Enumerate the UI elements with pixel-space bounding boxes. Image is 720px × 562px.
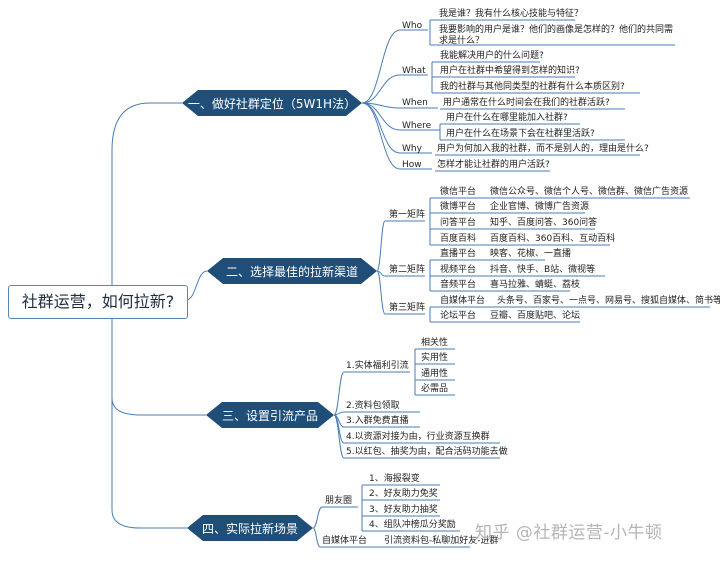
where-item[interactable]: 用户在什么在哪里能加入社群? [446,113,568,123]
product-subitem[interactable]: 通用性 [421,369,449,379]
matrix-1-label[interactable]: 第一矩阵 [389,210,426,220]
channel-platform[interactable]: 视频平台 [440,265,477,275]
root-topic[interactable]: 社群运营，如何拉新? [8,285,188,319]
channel-detail[interactable]: 头条号、百家号、一点号、网易号、搜狐自媒体、简书等 [497,296,720,306]
where-item[interactable]: 用户在什么在场景下会在社群里活跃? [446,129,595,139]
connector [185,270,208,301]
connector [361,102,401,170]
scenario-moments-label[interactable]: 朋友圈 [325,496,353,506]
scenario-item[interactable]: 引流资料包-私聊加好友-进群 [384,536,499,546]
channel-platform[interactable]: 微博平台 [440,202,477,212]
connector [361,74,401,104]
branch-lead-products[interactable]: 三、设置引流产品 [206,402,334,428]
branch-scenarios[interactable]: 四、实际拉新场景 [187,515,313,541]
scenario-item[interactable]: 1、海报裂变 [369,474,420,484]
product-subitem[interactable]: 必需品 [421,384,449,394]
why-item[interactable]: 用户为何加入我的社群，而不是别人的，理由是什么? [437,144,649,154]
who-item[interactable]: 我是谁？我有什么核心技能与特征？ [439,9,584,19]
connector [111,317,206,416]
channel-detail[interactable]: 映客、花椒、一直播 [490,249,572,259]
branch-scenarios-label: 四、实际拉新场景 [201,521,298,536]
watermark: 知乎 @社群运营-小牛顿 [475,523,663,543]
connector [111,317,187,529]
scenario-item[interactable]: 4、组队冲榜瓜分奖励 [369,520,456,530]
channel-platform[interactable]: 论坛平台 [440,311,477,321]
connector [376,220,386,272]
scenario-item[interactable]: 3、好友助力抽奖 [369,505,438,515]
channel-detail[interactable]: 知乎、百度问答、360问答 [490,218,598,228]
connector [361,102,401,131]
connector [333,414,345,459]
connector [376,270,386,315]
connector [361,102,401,154]
channel-platform[interactable]: 百度百科 [440,234,477,244]
connector [312,527,321,548]
what-item[interactable]: 我能解决用户的什么问题? [440,51,544,61]
when-item[interactable]: 用户通常在什么时间会在我们的社群活跃? [443,98,610,108]
branch-lead-products-label: 三、设置引流产品 [221,408,318,423]
what-label[interactable]: What [402,66,426,76]
branch-positioning[interactable]: 一、做好社群定位（5W1H法） [182,90,362,116]
connector [111,102,182,300]
who-label[interactable]: Who [402,21,423,31]
product-item[interactable]: 2.资料包领取 [346,401,400,411]
connector [361,29,401,104]
channel-platform[interactable]: 直播平台 [440,249,477,259]
channel-platform[interactable]: 微信平台 [440,187,477,197]
product-subitem[interactable]: 相关性 [421,338,449,348]
product-subitem[interactable]: 实用性 [421,353,449,363]
what-item[interactable]: 我的社群与其他同类型的社群有什么本质区别? [440,82,625,92]
channel-detail[interactable]: 企业官博、微博广告资源 [490,202,590,212]
branch-channels[interactable]: 二、选择最佳的拉新渠道 [207,258,377,284]
channel-platform[interactable]: 音频平台 [440,280,477,290]
channel-platform[interactable]: 问答平台 [440,218,477,228]
product-item[interactable]: 3.入群免费直播 [346,416,409,426]
channel-detail[interactable]: 喜马拉雅、蜻蜓、荔枝 [490,280,581,290]
connector [333,371,345,416]
scenario-media-label[interactable]: 自媒体平台 [322,536,368,546]
how-item[interactable]: 怎样才能让社群的用户活跃? [437,160,550,170]
branch-channels-label: 二、选择最佳的拉新渠道 [225,264,358,279]
where-label[interactable]: Where [402,121,432,131]
connector [312,506,323,529]
matrix-2-label[interactable]: 第二矩阵 [389,265,426,275]
channel-detail[interactable]: 微信公众号、微信个人号、微信群、微信广告资源 [490,187,689,197]
channel-detail[interactable]: 豆瓣、百度贴吧、论坛 [490,311,581,321]
product-item[interactable]: 4.以资源对接为由，行业资源互换群 [346,432,490,442]
channel-detail[interactable]: 百度百科、360百科、互动百科 [490,234,616,244]
connector [376,270,386,277]
product-item[interactable]: 5.以红包、抽奖为由，配合活码功能去做 [346,447,508,457]
matrix-3-label[interactable]: 第三矩阵 [389,303,426,313]
when-label[interactable]: When [402,98,428,108]
how-label[interactable]: How [402,160,422,170]
product-item[interactable]: 1.实体福利引流 [346,361,409,371]
scenario-item[interactable]: 2、好友助力免奖 [369,489,438,499]
why-label[interactable]: Why [402,144,422,154]
channel-platform[interactable]: 自媒体平台 [440,296,486,306]
branch-positioning-label: 一、做好社群定位（5W1H法） [187,96,357,111]
who-item[interactable]: 我要影响的用户是谁？他们的画像是怎样的？他们的共同需求是什么？ [439,25,674,46]
what-item[interactable]: 用户在社群中希望得到怎样的知识? [440,66,580,76]
channel-detail[interactable]: 抖音、快手、B站、微视等 [490,265,596,275]
